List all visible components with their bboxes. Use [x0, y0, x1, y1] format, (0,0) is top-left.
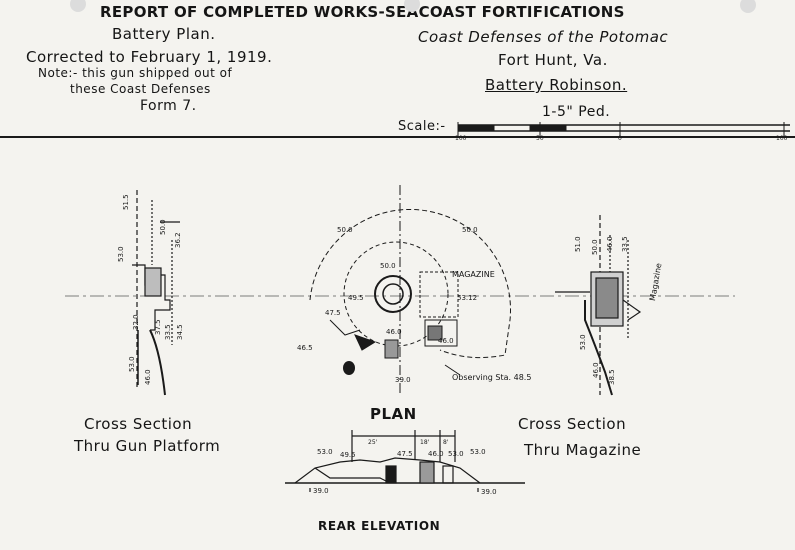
scale-tick-label: 50 [536, 135, 544, 142]
elevation-label: 49.5 [340, 451, 356, 459]
rear-elevation-drawing [285, 430, 525, 492]
elevation-label: 49.5 [348, 294, 364, 302]
elevation-label: 47.5 [325, 309, 341, 317]
elevation-label: 46.0 [386, 328, 402, 336]
cross-section-magazine [555, 215, 642, 396]
coast-defenses-label: Coast Defenses of the Potomac [418, 28, 669, 46]
elevation-label: 39.0 [313, 487, 329, 495]
elevation-label: 46.0 [592, 362, 600, 378]
elevation-label: 46.0 [144, 369, 152, 385]
ink-blot [343, 361, 355, 375]
elevation-label: 50.0 [591, 239, 599, 255]
elevation-label: 50.0 [159, 219, 167, 235]
elevation-label: 53.12 [457, 294, 477, 302]
elevation-label: 34.5 [176, 324, 184, 340]
elevation-label: 47.5 [397, 450, 413, 458]
hole-punch [740, 0, 756, 13]
dimension-label: 25' [368, 439, 378, 446]
battery-plan-label: Battery Plan. [112, 25, 216, 43]
elevation-label: 53.0 [448, 450, 464, 458]
elevation-label: 50.0 [380, 262, 396, 270]
cross-section-magazine-sublabel: Thru Magazine [524, 441, 642, 459]
cross-section-magazine-label: Cross Section [518, 415, 627, 433]
elevation-label: 39.0 [395, 376, 411, 384]
cross-section-gun-platform [132, 190, 180, 396]
elevation-label: 51.0 [574, 236, 582, 252]
magazine-label: MAGAZINE [452, 270, 495, 279]
elevation-label: 39.0 [481, 488, 497, 496]
note-line-1: Note:- this gun shipped out of [38, 66, 233, 80]
elevation-label: 53.0 [117, 246, 125, 262]
form-number: Form 7. [140, 98, 197, 114]
scale-label: Scale:- [398, 119, 446, 134]
hole-punch [70, 0, 86, 12]
elevation-label: 51.5 [122, 194, 130, 210]
elevation-label: 53.0 [470, 448, 486, 456]
dimension-label: 8' [443, 439, 449, 446]
plan-label: PLAN [370, 405, 417, 423]
hole-punch [404, 0, 420, 12]
elevation-label: 46.0 [438, 337, 454, 345]
dimension-label: 18' [420, 439, 430, 446]
report-title: REPORT OF COMPLETED WORKS-SEACOAST FORTI… [100, 3, 625, 21]
rear-elevation-label: REAR ELEVATION [318, 519, 441, 533]
fort-label: Fort Hunt, Va. [498, 51, 608, 69]
cross-section-gun-label: Cross Section [84, 415, 193, 433]
elevation-label: 46.5 [297, 344, 313, 352]
elevation-label: 33.5 [164, 324, 172, 340]
note-line-2: these Coast Defenses [70, 82, 211, 96]
scale-bar [457, 122, 790, 136]
scale-tick-label: 100 [776, 135, 788, 142]
elevation-label: 50.0 [462, 226, 478, 234]
observing-station-label: Observing Sta. 48.5 [452, 373, 532, 382]
elevation-label: 33.5 [621, 236, 629, 252]
pedestal-label: 1-5" Ped. [542, 104, 611, 120]
scale-tick-label: 0 [618, 135, 622, 142]
cross-section-gun-sublabel: Thru Gun Platform [74, 437, 221, 455]
corrected-date: Corrected to February 1, 1919. [26, 48, 273, 66]
elevation-label: 53.0 [579, 334, 587, 350]
elevation-label: 46.0 [428, 450, 444, 458]
elevation-label: 36.2 [174, 232, 182, 248]
elevation-label: 53.0 [128, 356, 136, 372]
scale-tick-label: 100 [455, 135, 467, 142]
elevation-label: 32.0 [132, 314, 140, 330]
elevation-label: 50.0 [337, 226, 353, 234]
battery-plan-drawing [309, 185, 511, 395]
elevation-label: 37.5 [154, 319, 162, 335]
elevation-label: 46.0 [606, 236, 614, 252]
elevation-label: 53.0 [317, 448, 333, 456]
elevation-label: 38.5 [608, 369, 616, 385]
battery-name: Battery Robinson. [485, 76, 628, 94]
